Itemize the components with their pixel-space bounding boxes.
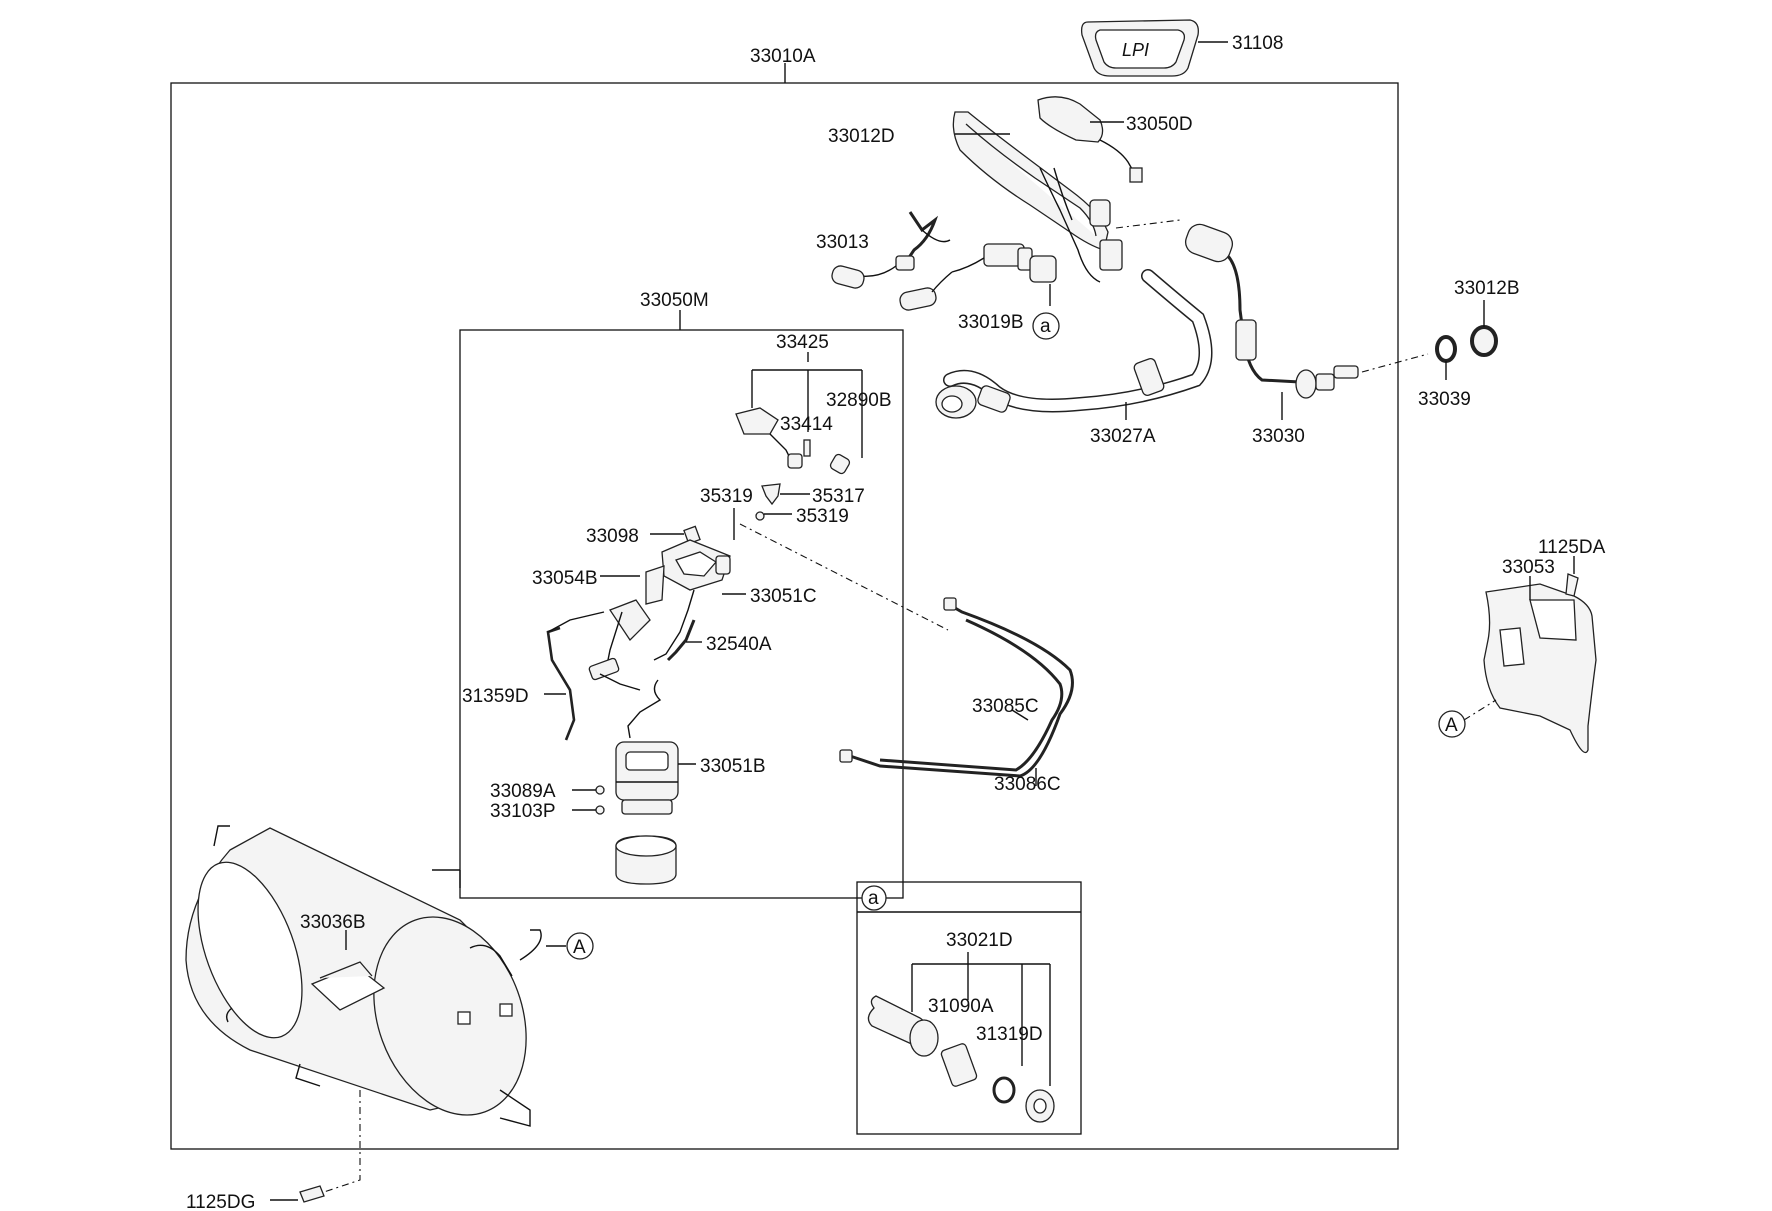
label-33050d: 33050D [1126, 114, 1193, 135]
label-33013: 33013 [816, 232, 869, 253]
label-1125da: 1125DA [1538, 537, 1606, 558]
fuel-pump-33051b-part [615, 679, 679, 885]
label-33089a: 33089A [490, 781, 556, 802]
label-35319-b: 35319 [796, 506, 849, 527]
pump-module-box-33050m [459, 329, 904, 899]
label-31090a: 31090A [928, 996, 994, 1017]
heat-shield-33053-part [1483, 583, 1597, 754]
label-33098: 33098 [586, 526, 639, 547]
callout-a-small-text: a [1040, 316, 1051, 337]
label-33414: 33414 [780, 414, 833, 435]
label-32890b: 32890B [826, 390, 892, 411]
bolt-1125dg-part [299, 1185, 325, 1203]
vent-line-33030-part [1184, 223, 1359, 399]
label-33012b: 33012B [1454, 278, 1520, 299]
label-33103p: 33103P [490, 801, 556, 822]
lpi-emblem-part: LPI [1080, 19, 1199, 77]
label-33027a: 33027A [1090, 426, 1156, 447]
label-33039: 33039 [1418, 389, 1471, 410]
label-31319d: 31319D [976, 1024, 1043, 1045]
sender-arm-33054b-part [588, 565, 665, 691]
label-33010a: 33010A [750, 46, 816, 67]
nut-33012b-part [1470, 325, 1498, 357]
label-1125dg: 1125DG [186, 1192, 255, 1211]
pump-flange-assembly [952, 96, 1143, 283]
label-35317: 35317 [812, 486, 865, 507]
label-33036b: 33036B [300, 912, 366, 933]
tube-32540a-part [666, 619, 696, 662]
callout-A-tank-text: A [573, 937, 586, 958]
callout-A-tank [566, 932, 594, 960]
label-33050m: 33050M [640, 290, 709, 311]
bracket-33051c-part [653, 539, 731, 661]
label-35319-a: 35319 [700, 486, 753, 507]
wire-31359d-part [546, 626, 576, 741]
label-33086c: 33086C [994, 774, 1061, 795]
bolt-1125da-part [1565, 573, 1579, 597]
oring-33039-part [1435, 335, 1457, 363]
label-33051c: 33051C [750, 586, 817, 607]
label-33021d: 33021D [946, 930, 1013, 951]
valve-35317-part [761, 483, 781, 506]
label-33030: 33030 [1252, 426, 1305, 447]
oring-33103p-part [595, 805, 605, 815]
callout-A-shield-text: A [1445, 715, 1458, 736]
label-33425: 33425 [776, 332, 829, 353]
callout-a-box-text: a [868, 888, 879, 909]
detail-box-a [856, 881, 1082, 1135]
level-sensor-33425-part [735, 407, 851, 475]
callout-a-small [1032, 312, 1060, 340]
regulator-33019b-part [899, 243, 1057, 311]
fuel-lines-33085c-33086c-part [839, 597, 1074, 778]
filter-33021d-part [867, 995, 1055, 1123]
callout-a-box [861, 885, 887, 911]
label-32540a: 32540A [706, 634, 772, 655]
label-31359d: 31359D [462, 686, 529, 707]
fuel-hose-33027a-part [935, 269, 1213, 419]
clip-35319-part [755, 511, 765, 521]
label-33085c: 33085C [972, 696, 1039, 717]
label-33054b: 33054B [532, 568, 598, 589]
emblem-lettering: LPI [1122, 40, 1149, 60]
oring-33089a-part [595, 785, 605, 795]
lpg-tank-part [185, 825, 542, 1127]
label-33019b: 33019B [958, 312, 1024, 333]
label-33012d: 33012D [828, 126, 895, 147]
sensor-33013-part [831, 211, 951, 289]
label-33051b: 33051B [700, 756, 766, 777]
callout-A-shield [1438, 710, 1466, 738]
label-33053: 33053 [1502, 557, 1555, 578]
label-31108: 31108 [1232, 33, 1283, 54]
